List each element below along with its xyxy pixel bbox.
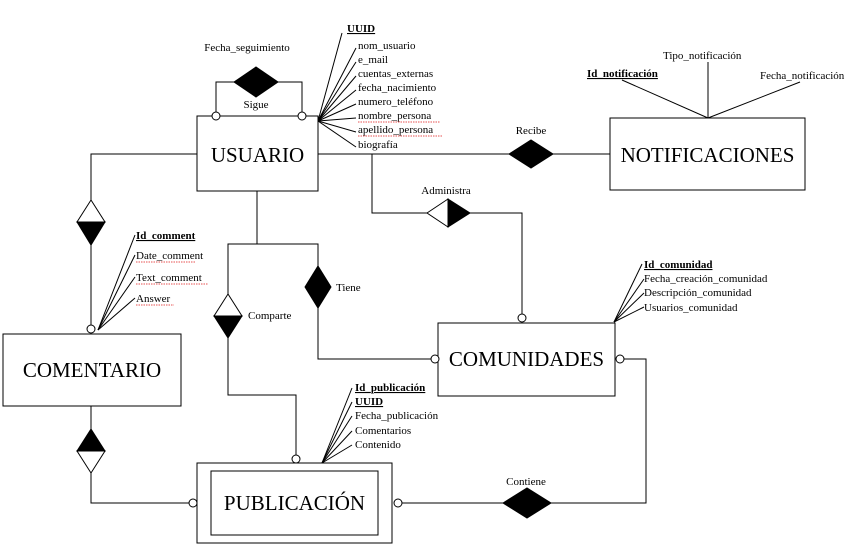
comentario-attr-date: Date_comment <box>136 250 203 262</box>
cardinality-circles <box>86 111 625 508</box>
comunidades-attribute-lines <box>613 263 645 323</box>
comentario-attr-text: Text_comment <box>136 272 202 284</box>
usuario-attr-e-mail: e_mail <box>358 54 388 66</box>
comunidades-attributes: Id_comunidad Fecha_creación_comunidad De… <box>644 259 768 314</box>
rel-comentario-publicacion-diamond[interactable] <box>76 428 106 474</box>
rel-sigue-diamond[interactable] <box>233 66 279 98</box>
entity-publicacion-label: PUBLICACIÓN <box>224 491 365 515</box>
usuario-attributes: UUID nom_usuario e_mail cuentas_externas… <box>347 23 437 151</box>
notificaciones-attr-id: Id_notificación <box>587 68 658 80</box>
publicacion-attributes: Id_publicación UUID Fecha_publicación Co… <box>355 382 439 451</box>
rel-contiene-label: Contiene <box>506 476 546 488</box>
entity-notificaciones[interactable]: NOTIFICACIONES <box>609 117 806 191</box>
usuario-attr-biografia: biografía <box>358 139 398 151</box>
entity-publicacion[interactable]: PUBLICACIÓN <box>196 462 393 544</box>
spellcheck-underlines <box>136 121 442 306</box>
comentario-attr-answer: Answer <box>136 293 171 305</box>
usuario-attr-nombre-persona: nombre_persona <box>358 110 431 122</box>
usuario-attr-apellido-persona: apellido_persona <box>358 124 433 136</box>
comunidades-attr-id: Id_comunidad <box>644 259 712 271</box>
usuario-attr-fecha-nacimiento: fecha_nacimiento <box>358 82 437 94</box>
rel-recibe-diamond[interactable] <box>508 139 554 169</box>
usuario-attribute-lines <box>317 32 357 148</box>
comentario-attributes: Id_comment Date_comment Text_comment Ans… <box>136 230 203 305</box>
rel-contiene-diamond[interactable] <box>502 487 552 519</box>
publicacion-attr-contenido: Contenido <box>355 439 401 451</box>
entity-comunidades-label: COMUNIDADES <box>449 347 604 371</box>
rel-sigue-attribute-label: Fecha_seguimiento <box>204 42 290 54</box>
comunidades-attr-descripcion: Descripción_comunidad <box>644 287 752 299</box>
entity-comentario[interactable]: COMENTARIO <box>2 333 182 407</box>
entity-comentario-label: COMENTARIO <box>23 358 161 382</box>
entity-notificaciones-label: NOTIFICACIONES <box>621 143 795 167</box>
notificaciones-attribute-lines <box>621 62 801 119</box>
publicacion-attr-id: Id_publicación <box>355 382 425 394</box>
comentario-attribute-lines <box>97 234 136 331</box>
comunidades-attr-usuarios: Usuarios_comunidad <box>644 302 738 314</box>
publicacion-attr-uuid: UUID <box>355 396 383 408</box>
rel-tiene-diamond[interactable] <box>304 265 332 309</box>
rel-administra-label: Administra <box>421 185 471 197</box>
usuario-attr-numero-telefono: numero_teléfono <box>358 96 434 108</box>
rel-comparte-diamond[interactable] <box>213 293 243 339</box>
notificaciones-attr-fecha: Fecha_notificación <box>760 70 845 82</box>
publicacion-attribute-lines <box>321 387 353 464</box>
notificaciones-attr-tipo: Tipo_notificación <box>663 50 742 62</box>
rel-tiene-label: Tiene <box>336 282 361 294</box>
usuario-attr-nom-usuario: nom_usuario <box>358 40 416 52</box>
rel-sigue-label: Sigue <box>243 99 268 111</box>
usuario-attr-uuid: UUID <box>347 23 375 35</box>
usuario-attr-cuentas-externas: cuentas_externas <box>358 68 433 80</box>
notificaciones-attributes: Id_notificación Tipo_notificación Fecha_… <box>587 50 845 82</box>
usuario-comentario-connector <box>90 153 197 329</box>
entity-usuario[interactable]: USUARIO <box>196 115 319 192</box>
entity-usuario-label: USUARIO <box>211 143 304 167</box>
publicacion-attr-comentarios: Comentarios <box>355 425 411 437</box>
comentario-attr-id: Id_comment <box>136 230 196 242</box>
rel-administra-diamond[interactable] <box>426 198 471 228</box>
rel-comparte-label: Comparte <box>248 310 291 322</box>
rel-usuario-comentario-diamond[interactable] <box>76 199 106 246</box>
administra-connector <box>371 154 523 318</box>
entity-comunidades[interactable]: COMUNIDADES <box>437 322 616 397</box>
publicacion-attr-fecha: Fecha_publicación <box>355 410 439 422</box>
comentario-publicacion-connector <box>90 406 189 504</box>
rel-recibe-label: Recibe <box>516 125 547 137</box>
comunidades-attr-fecha-creacion: Fecha_creación_comunidad <box>644 273 768 285</box>
